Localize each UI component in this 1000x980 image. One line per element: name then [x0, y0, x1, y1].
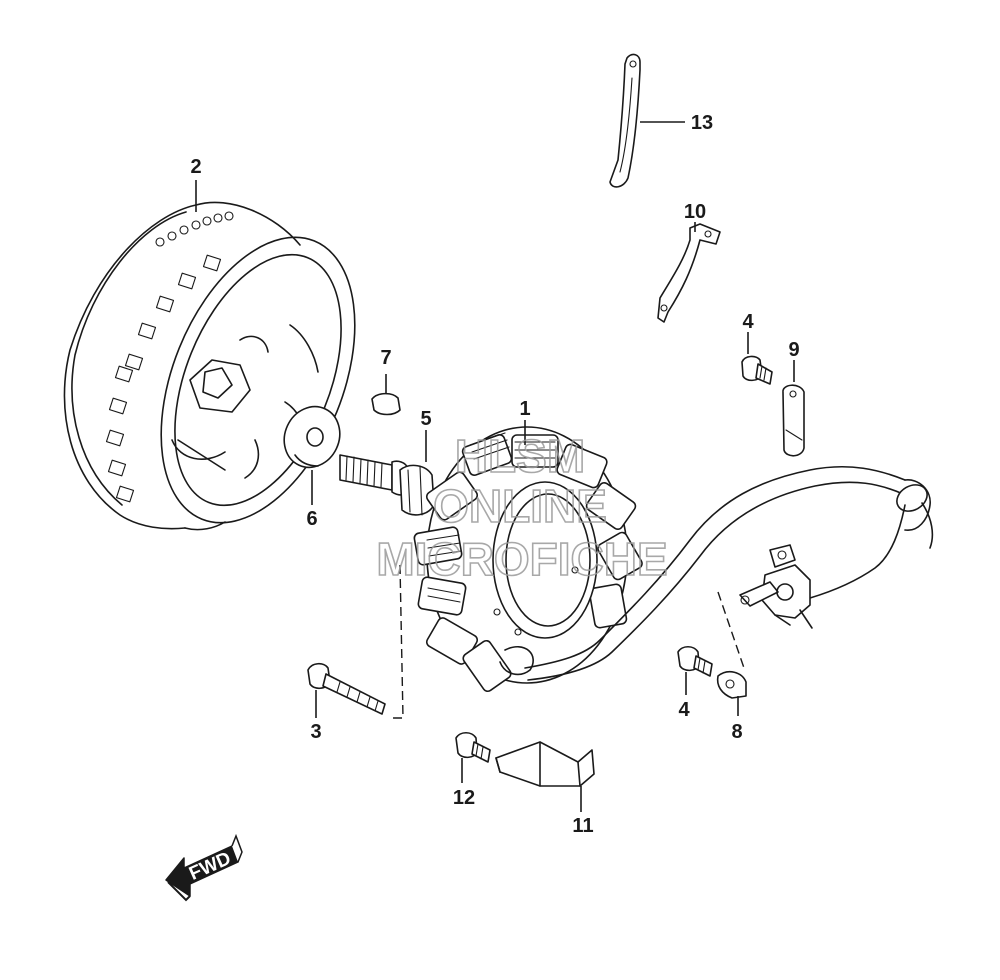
callout-9: 9	[788, 339, 799, 361]
clamp-part[interactable]	[657, 223, 721, 323]
callout-3: 3	[310, 721, 321, 743]
callout-13: 13	[691, 112, 713, 134]
callout-5: 5	[420, 408, 431, 430]
rotor-bolt-part[interactable]	[339, 454, 435, 516]
plate-part[interactable]	[782, 384, 805, 457]
wire-harness	[524, 465, 934, 681]
watermark-line-1: HLSM	[455, 430, 585, 482]
flywheel-rotor-part[interactable]	[63, 201, 393, 551]
watermark-line-3: MICROFICHE	[376, 533, 667, 585]
callout-labels: 1 2 3 4 4 5 6 7 8 9 10 11 12 13	[190, 112, 799, 837]
callout-8: 8	[731, 721, 742, 743]
bolt-lower-part[interactable]	[677, 645, 713, 677]
stator-coil-part[interactable]	[413, 426, 644, 693]
callout-4-lower: 4	[678, 699, 690, 721]
watermark: HLSM ONLINE MICROFICHE	[376, 429, 669, 586]
bolt-upper-part[interactable]	[741, 355, 773, 385]
clip-part[interactable]	[716, 670, 747, 699]
callout-2: 2	[190, 156, 201, 178]
washer-part[interactable]	[274, 397, 349, 476]
leader-lines	[195, 121, 795, 812]
callout-11: 11	[572, 815, 593, 837]
callout-4-upper: 4	[742, 311, 754, 333]
callout-12: 12	[453, 787, 475, 809]
bolt-small-part[interactable]	[455, 731, 491, 763]
callout-6: 6	[306, 508, 317, 530]
bracket-part[interactable]	[495, 741, 595, 787]
clamp-strip-part[interactable]	[609, 53, 641, 188]
fwd-label: FWD	[186, 848, 234, 885]
callout-1: 1	[519, 398, 530, 420]
callout-10: 10	[684, 201, 706, 223]
stator-screw-part[interactable]	[307, 662, 386, 715]
fwd-direction-arrow[interactable]: FWD	[165, 833, 243, 902]
key-part[interactable]	[371, 392, 401, 416]
watermark-line-2: ONLINE	[433, 480, 607, 532]
callout-7: 7	[380, 347, 391, 369]
